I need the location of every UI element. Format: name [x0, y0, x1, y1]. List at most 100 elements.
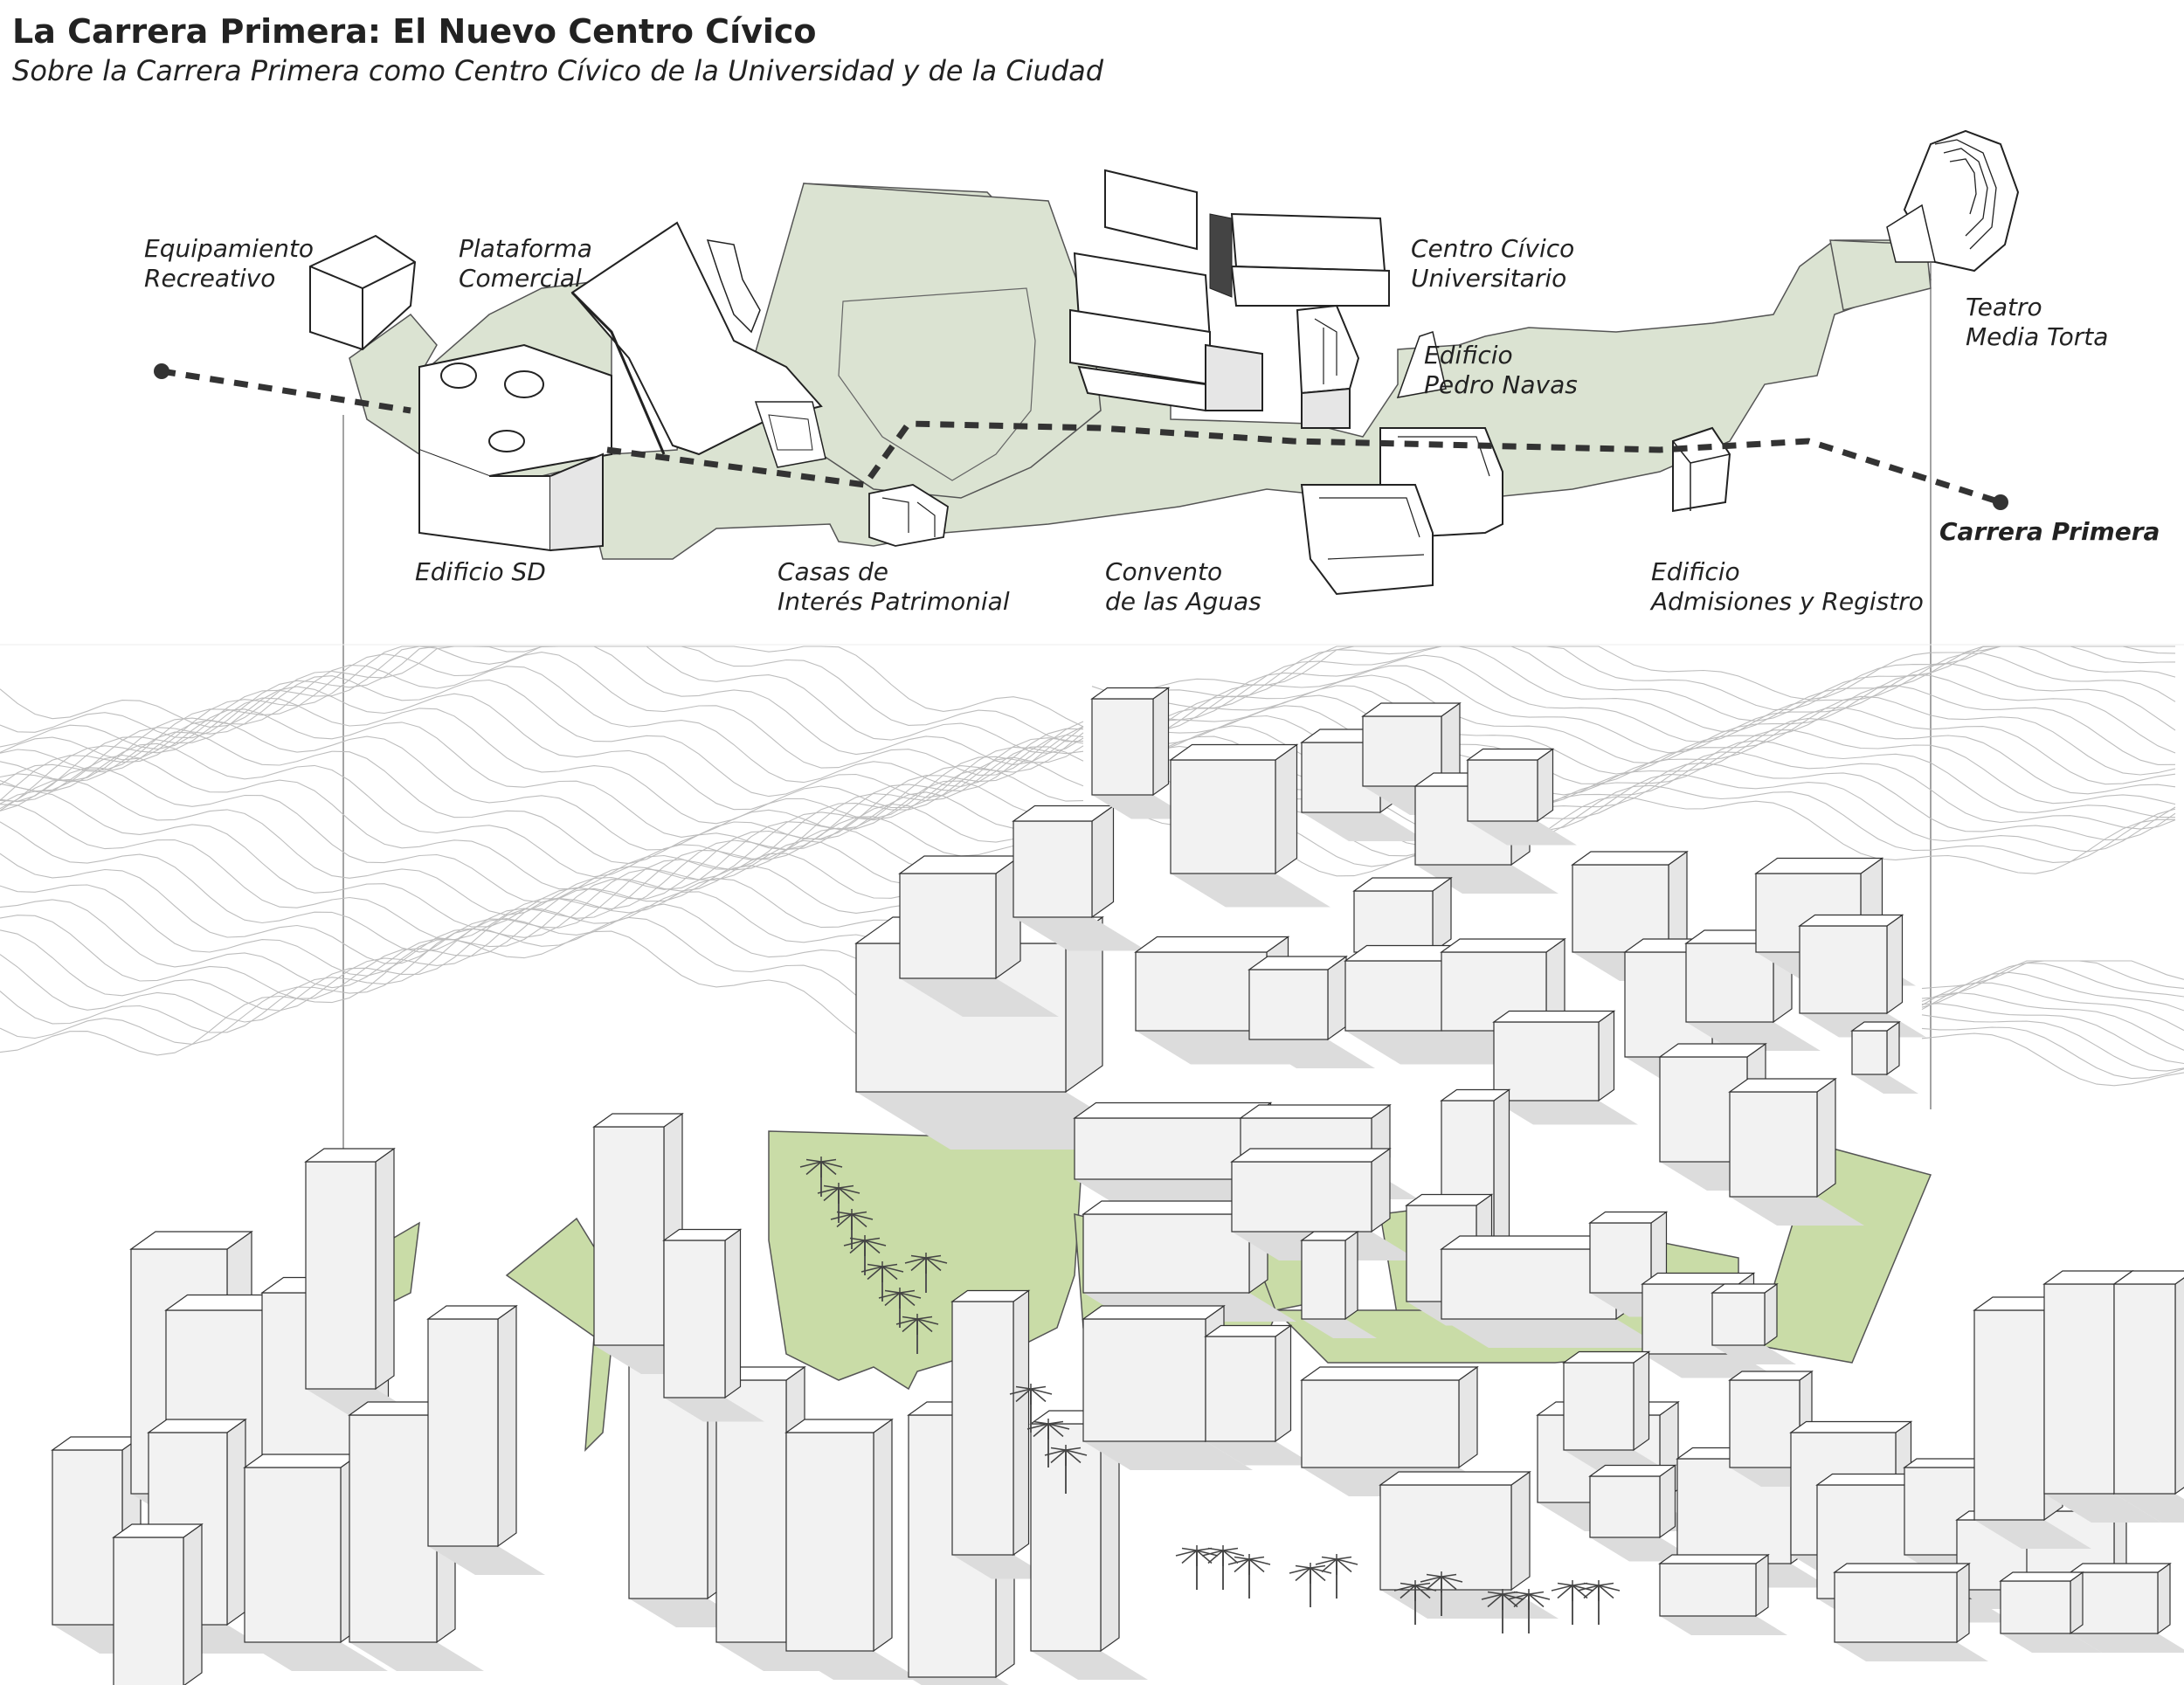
- palm-frond: [1441, 1573, 1457, 1578]
- plataforma-comercial-building: [570, 221, 826, 468]
- palm-frond: [1248, 1558, 1271, 1565]
- building-shadow: [952, 1555, 1053, 1579]
- building-side: [1091, 805, 1115, 919]
- palm-frond: [1400, 1582, 1416, 1586]
- building-side: [1013, 1289, 1030, 1557]
- building-shadow: [1712, 1345, 1796, 1364]
- building-roof: [1134, 936, 1290, 953]
- building-shadow: [909, 1677, 1009, 1685]
- contour-line: [1091, 653, 2176, 743]
- palm-frond: [1400, 1585, 1416, 1599]
- building-roof: [1999, 1571, 2084, 1582]
- palm-frond: [820, 1161, 837, 1176]
- palm-frond: [1321, 1558, 1337, 1573]
- building-front: [1659, 1563, 1757, 1617]
- building-shadow: [428, 1546, 545, 1575]
- palm-frond: [1065, 1449, 1082, 1464]
- palm-frond: [838, 1187, 860, 1194]
- palm-frond: [1289, 1567, 1311, 1574]
- palm-frond: [1583, 1582, 1600, 1586]
- building-side: [183, 1523, 203, 1685]
- palm-frond: [1426, 1573, 1442, 1578]
- contour-line: [1921, 982, 2184, 1032]
- building-shadow: [2044, 1494, 2161, 1523]
- building-front: [1301, 1240, 1346, 1320]
- palm-frond: [805, 1158, 822, 1163]
- building-front: [1851, 1030, 1888, 1075]
- building-roof: [1230, 1148, 1392, 1163]
- contour-line: [0, 664, 1084, 788]
- palm-frond: [1528, 1591, 1545, 1595]
- building-roof: [304, 1148, 396, 1163]
- building-roof: [784, 1419, 894, 1433]
- building-shadow: [1835, 1642, 1988, 1661]
- building-front: [663, 1240, 726, 1398]
- building-roof: [1440, 938, 1566, 953]
- building-front: [1231, 1161, 1372, 1233]
- palm-frond: [849, 1237, 866, 1241]
- palm-frond: [1295, 1567, 1311, 1582]
- contour-line: [1921, 962, 2184, 1008]
- palm-frond: [1598, 1582, 1614, 1586]
- palm-frond: [1393, 1585, 1416, 1592]
- palm-frond: [916, 1316, 933, 1320]
- palm-frond: [867, 1266, 883, 1281]
- label-pedro-navas: Edificio Pedro Navas: [1424, 341, 1578, 399]
- contour-line: [1091, 646, 2176, 732]
- building-side: [1816, 1077, 1836, 1198]
- building-front: [951, 1301, 1014, 1556]
- palm-frond: [1196, 1550, 1213, 1564]
- building-front: [1441, 1248, 1617, 1320]
- building-side: [1327, 955, 1347, 1041]
- building-roof: [1248, 956, 1348, 970]
- palm-frond: [1015, 1385, 1032, 1390]
- palm-frond: [864, 1237, 881, 1241]
- palm-frond: [1033, 1423, 1049, 1438]
- contour-line: [1091, 725, 2176, 817]
- building-shadow: [1494, 1101, 1638, 1125]
- palm-frond: [805, 1161, 822, 1176]
- palm-frond: [1207, 1547, 1224, 1551]
- palm-frond: [1227, 1558, 1250, 1565]
- building-roof: [1440, 1088, 1511, 1101]
- palm-frond: [1248, 1558, 1265, 1573]
- palm-frond: [1336, 1558, 1358, 1565]
- palm-frond: [899, 1292, 916, 1307]
- building-roof: [1082, 1305, 1226, 1320]
- contour-line: [0, 675, 1084, 798]
- label-casas: Casas de Interés Patrimonial: [778, 557, 1010, 616]
- building-front: [349, 1414, 438, 1643]
- building-front: [1362, 715, 1442, 787]
- palm-frond: [1557, 1582, 1573, 1586]
- building-roof: [1641, 1272, 1756, 1285]
- palm-frond: [1175, 1550, 1198, 1557]
- palm-frond: [895, 1318, 918, 1325]
- palm-frond: [1234, 1558, 1250, 1573]
- palm-frond: [1030, 1388, 1053, 1395]
- contour-line: [0, 697, 1084, 825]
- palm-frond: [1047, 1423, 1064, 1438]
- building-roof: [1405, 1193, 1494, 1206]
- contour-line: [1921, 960, 2184, 990]
- building-front: [785, 1432, 874, 1652]
- building-side: [873, 1418, 893, 1653]
- palm-frond: [851, 1213, 874, 1220]
- palm-frond: [910, 1254, 927, 1259]
- building-side: [2157, 1562, 2171, 1635]
- building-roof: [592, 1113, 684, 1128]
- building-front: [1013, 820, 1093, 918]
- palm-frond: [864, 1240, 887, 1246]
- label-equipamiento: Equipamiento Recreativo: [144, 234, 314, 293]
- palm-frond: [881, 1266, 904, 1273]
- building-roof: [1658, 1554, 1770, 1564]
- building-shadow: [1249, 1039, 1375, 1068]
- palm-frond: [1528, 1593, 1551, 1600]
- building-shadow: [2070, 1633, 2184, 1653]
- building-roof: [426, 1305, 518, 1320]
- axonometric-map: [0, 644, 2184, 1685]
- palm-frond: [1502, 1593, 1524, 1600]
- palm-frond: [1441, 1576, 1457, 1591]
- palm-frond: [1507, 1593, 1530, 1600]
- building-side: [1275, 743, 1298, 875]
- building-side: [1598, 1010, 1615, 1102]
